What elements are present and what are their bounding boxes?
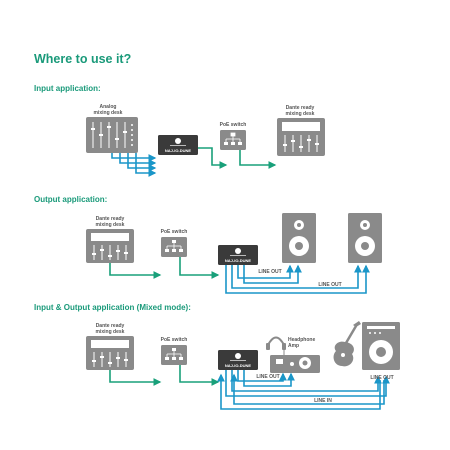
dante-label-2: mixing desk bbox=[96, 222, 125, 228]
dante-to-switch-link bbox=[109, 370, 162, 386]
mixed-audio-links bbox=[217, 370, 390, 410]
mixed-section: Dante ready mixing desk PoE switch NAJ-I bbox=[86, 321, 400, 410]
line-out-label-1: LINE OUT bbox=[256, 374, 279, 380]
switch-label: PoE switch bbox=[161, 337, 188, 343]
device-label: NAJ-IO-DUNE bbox=[225, 258, 252, 263]
input-section: Analog mixing desk bbox=[86, 104, 325, 177]
dante-label-1: Dante ready bbox=[286, 105, 315, 111]
switch-to-naj-link bbox=[179, 257, 220, 279]
line-out-links bbox=[225, 264, 370, 294]
dante-mixing-desk-icon-3 bbox=[86, 336, 134, 370]
analog-input-links bbox=[111, 153, 157, 177]
dante-label-1: Dante ready bbox=[96, 323, 125, 329]
analog-desk-label-1: Analog bbox=[100, 104, 117, 110]
switch-label: PoE switch bbox=[220, 122, 247, 128]
dante-mixing-desk-icon-2 bbox=[86, 229, 134, 263]
switch-label: PoE switch bbox=[161, 229, 188, 235]
poe-switch-icon-3 bbox=[161, 345, 187, 365]
device-label: NAJ-IO-DUNE bbox=[225, 363, 252, 368]
output-section: Dante ready mixing desk PoE switch NAJ-I bbox=[86, 213, 382, 294]
line-out-label-2: LINE OUT bbox=[318, 282, 341, 288]
line-in-label: LINE IN bbox=[314, 398, 332, 404]
guitar-amp-speaker-icon bbox=[362, 322, 400, 370]
headphone-label-1: Headphone bbox=[288, 337, 315, 343]
page-title: Where to use it? bbox=[34, 52, 132, 66]
mixed-heading: Input & Output application (Mixed mode): bbox=[34, 303, 191, 312]
headphone-icon bbox=[266, 336, 286, 356]
headphone-label-2: Amp bbox=[288, 343, 299, 349]
naj-to-switch-link bbox=[198, 147, 228, 169]
dante-to-switch-link bbox=[109, 263, 162, 279]
switch-to-naj-link bbox=[179, 365, 220, 386]
speaker-icon-2 bbox=[348, 213, 382, 263]
naj-io-dune-device-1: NAJ-IO-DUNE bbox=[158, 135, 198, 155]
dante-mixing-desk-icon-1 bbox=[277, 118, 325, 156]
dante-label-2: mixing desk bbox=[286, 111, 315, 117]
dante-label-2: mixing desk bbox=[96, 329, 125, 335]
analog-desk-label-2: mixing desk bbox=[94, 110, 123, 116]
input-heading: Input application: bbox=[34, 84, 101, 93]
line-out-label-1: LINE OUT bbox=[258, 269, 281, 275]
naj-io-dune-device-2: NAJ-IO-DUNE bbox=[218, 245, 258, 265]
naj-io-dune-device-3: NAJ-IO-DUNE bbox=[218, 350, 258, 370]
line-out-label-2: LINE OUT bbox=[370, 375, 393, 381]
output-heading: Output application: bbox=[34, 195, 108, 204]
headphone-amp-icon bbox=[270, 355, 320, 373]
analog-mixing-desk-icon bbox=[86, 117, 138, 153]
switch-to-dante-link bbox=[239, 150, 277, 169]
speaker-icon-1 bbox=[282, 213, 316, 263]
device-label: NAJ-IO-DUNE bbox=[165, 148, 192, 153]
guitar-icon bbox=[333, 321, 361, 367]
dante-label-1: Dante ready bbox=[96, 216, 125, 222]
poe-switch-icon-2 bbox=[161, 237, 187, 257]
poe-switch-icon-1 bbox=[220, 130, 246, 150]
